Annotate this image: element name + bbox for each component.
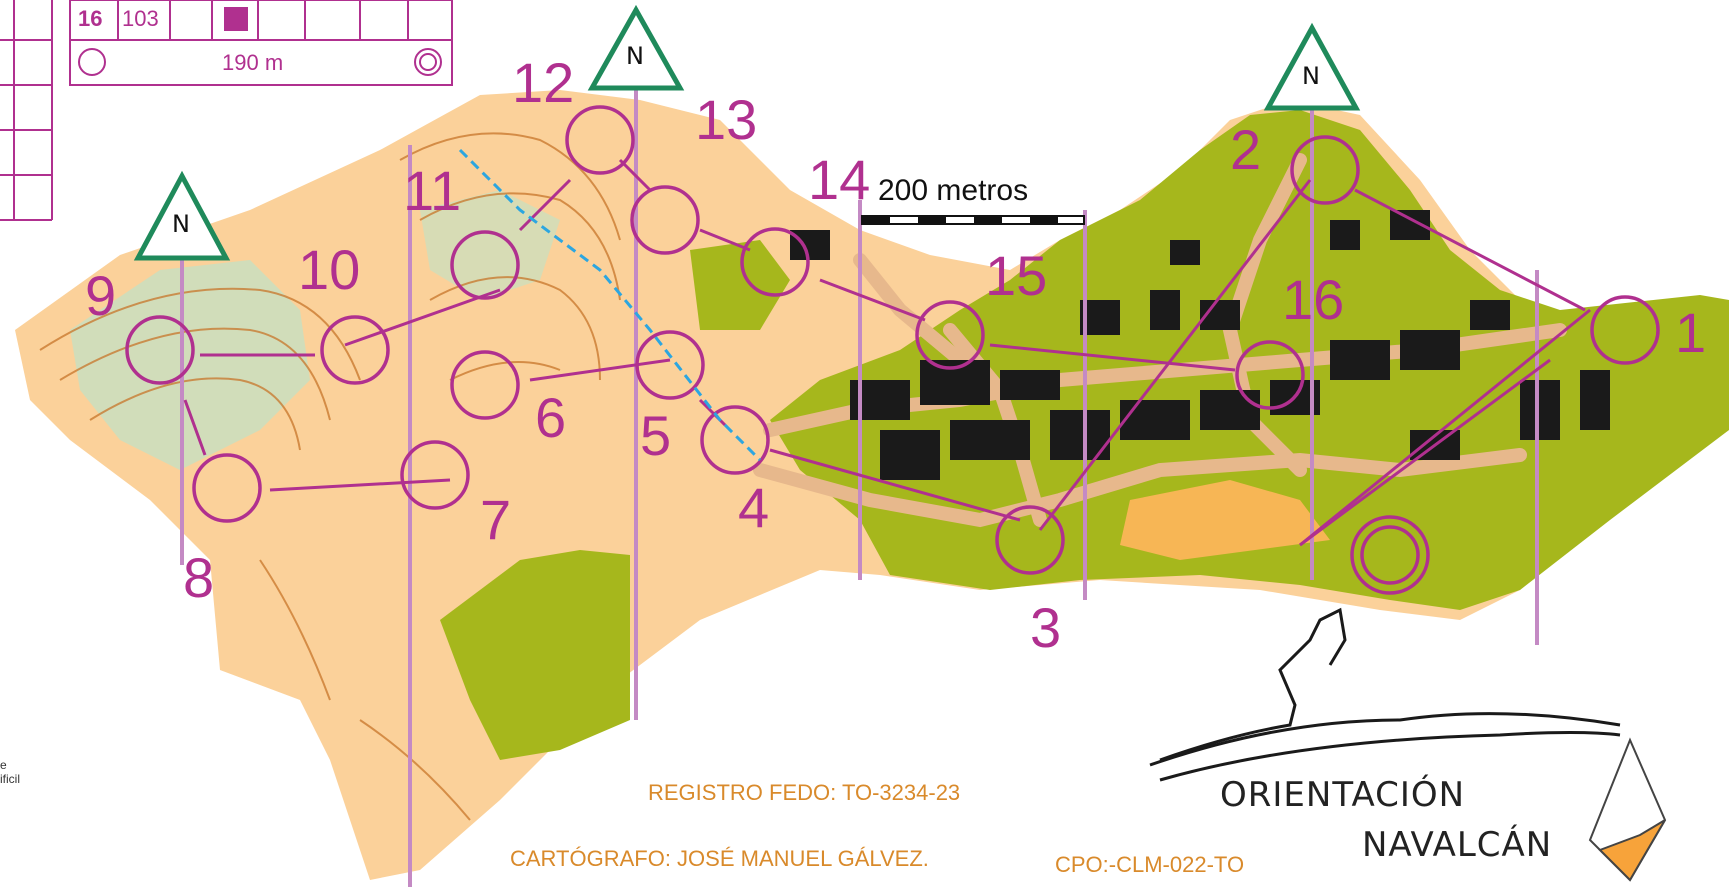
description-code: 103 bbox=[122, 6, 159, 31]
control-number-15: 15 bbox=[985, 244, 1048, 307]
finish-outer-circle bbox=[1350, 515, 1430, 595]
control-number-14: 14 bbox=[808, 148, 871, 211]
control-number-7: 7 bbox=[480, 488, 512, 551]
control-circle-1 bbox=[1590, 295, 1660, 365]
control-number-2: 2 bbox=[1230, 118, 1262, 181]
control-circle-3 bbox=[995, 505, 1065, 575]
cartografo-credit: CARTÓGRAFO: JOSÉ MANUEL GÁLVEZ. bbox=[510, 846, 929, 871]
control-circle-6 bbox=[450, 350, 520, 420]
control-number-11: 11 bbox=[403, 159, 462, 222]
olive-area bbox=[440, 550, 630, 760]
control-circle-9 bbox=[125, 315, 195, 385]
cpo-credit: CPO:-CLM-022-TO bbox=[1055, 852, 1245, 877]
brand-logo bbox=[1149, 607, 1621, 782]
control-number-9: 9 bbox=[85, 264, 117, 327]
field-area bbox=[1120, 480, 1330, 560]
control-circle-11 bbox=[450, 230, 520, 300]
magnetic-north-lines bbox=[180, 90, 1539, 887]
control-circle-5 bbox=[635, 330, 705, 400]
control-circle-4 bbox=[700, 405, 770, 475]
light-vegetation bbox=[420, 190, 560, 300]
description-sheet bbox=[69, 0, 453, 86]
north-label: N bbox=[1302, 62, 1320, 90]
scale-label: 200 metros bbox=[878, 174, 1029, 207]
description-distance: 190 m bbox=[222, 50, 284, 75]
north-label: N bbox=[172, 210, 190, 238]
stream-line bbox=[458, 148, 762, 462]
control-number-6: 6 bbox=[535, 386, 567, 449]
edge-text: e bbox=[0, 758, 7, 772]
control-circle-2 bbox=[1290, 135, 1360, 205]
north-label: N bbox=[626, 42, 644, 70]
control-circle-13 bbox=[630, 185, 700, 255]
olive-area bbox=[690, 240, 790, 330]
control-circles bbox=[125, 105, 1660, 595]
registro-credit: REGISTRO FEDO: TO-3234-23 bbox=[648, 780, 961, 805]
finish-inner-circle bbox=[1360, 525, 1420, 585]
control-number-5: 5 bbox=[640, 404, 672, 467]
control-circle-16 bbox=[1235, 340, 1305, 410]
control-circle-10 bbox=[320, 315, 390, 385]
brand-line-2: NAVALCÁN bbox=[1362, 825, 1553, 865]
control-number-3: 3 bbox=[1030, 596, 1062, 659]
control-number-1: 1 bbox=[1675, 301, 1707, 364]
contour-lines bbox=[39, 132, 621, 821]
control-number-16: 16 bbox=[1282, 268, 1345, 331]
control-number-4: 4 bbox=[738, 476, 770, 539]
control-number-13: 13 bbox=[695, 88, 758, 151]
control-circle-8 bbox=[192, 453, 262, 523]
scale-bar bbox=[861, 215, 1085, 225]
description-grid-left bbox=[0, 0, 53, 221]
north-arrow bbox=[133, 4, 1361, 261]
control-number-8: 8 bbox=[183, 546, 215, 609]
brand-line-1: ORIENTACIÓN bbox=[1220, 775, 1466, 815]
description-control-count: 16 bbox=[78, 6, 103, 31]
control-circle-14 bbox=[740, 227, 810, 297]
edge-text: ificil bbox=[0, 772, 20, 786]
control-number-12: 12 bbox=[512, 51, 575, 114]
control-circle-7 bbox=[400, 440, 470, 510]
course-legs bbox=[183, 158, 1591, 547]
control-number-10: 10 bbox=[298, 238, 361, 301]
control-circle-15 bbox=[915, 300, 985, 370]
control-circle-12 bbox=[565, 105, 635, 175]
brand-crystal-icon bbox=[1588, 737, 1667, 882]
